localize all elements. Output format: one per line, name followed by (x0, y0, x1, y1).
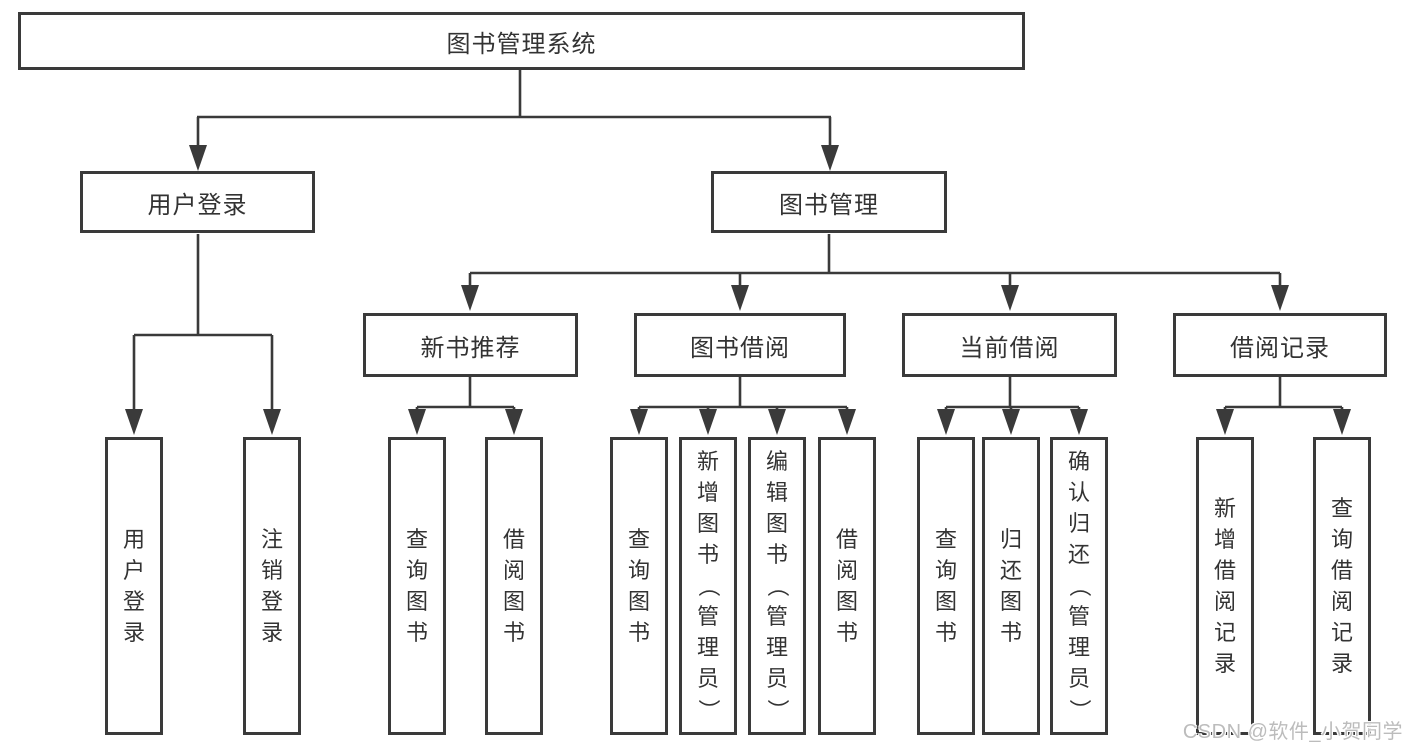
leaf-query-books-recommend: 查询图书 (388, 437, 446, 735)
leaf-logout: 注销登录 (243, 437, 301, 735)
node-current-borrowing: 当前借阅 (902, 313, 1117, 377)
node-book-borrowing-label: 图书借阅 (690, 334, 790, 362)
leaf-add-books-admin: 新增图书（管理员） (679, 437, 737, 735)
leaf-borrow-books-label: 借阅图书 (835, 526, 858, 645)
leaf-query-books-current: 查询图书 (917, 437, 975, 735)
node-book-management: 图书管理 (711, 171, 947, 233)
leaf-add-books-admin-label: 新增图书（管理员） (695, 449, 721, 722)
node-new-book-recommend: 新书推荐 (363, 313, 578, 377)
node-borrowing-records-label: 借阅记录 (1230, 334, 1330, 362)
leaf-borrow-books-recommend: 借阅图书 (485, 437, 543, 735)
node-book-borrowing: 图书借阅 (634, 313, 846, 377)
leaf-return-books-label: 归还图书 (999, 526, 1022, 645)
leaf-edit-books-admin: 编辑图书（管理员） (748, 437, 806, 735)
leaf-query-books-recommend-label: 查询图书 (405, 526, 428, 645)
arrowheads (125, 145, 1351, 435)
node-book-management-label: 图书管理 (779, 191, 879, 219)
node-current-borrowing-label: 当前借阅 (959, 334, 1060, 362)
leaf-user-login: 用户登录 (105, 437, 163, 735)
node-borrowing-records: 借阅记录 (1173, 313, 1387, 377)
csdn-watermark: CSDN @软件_小贺同学 (1182, 721, 1403, 743)
node-new-book-recommend-label: 新书推荐 (420, 334, 521, 362)
leaf-query-borrow-record-label: 查询借阅记录 (1330, 495, 1353, 676)
node-user-login-label: 用户登录 (147, 191, 248, 219)
leaf-confirm-return-admin-label: 确认归还（管理员） (1066, 449, 1092, 722)
leaf-query-books-current-label: 查询图书 (934, 526, 957, 645)
leaf-edit-books-admin-label: 编辑图书（管理员） (764, 449, 790, 722)
leaf-logout-label: 注销登录 (260, 526, 283, 645)
leaf-return-books: 归还图书 (982, 437, 1040, 735)
node-library-system: 图书管理系统 (18, 12, 1025, 70)
leaf-user-login-label: 用户登录 (122, 526, 145, 645)
leaf-confirm-return-admin: 确认归还（管理员） (1050, 437, 1108, 735)
leaf-query-books-borrowing-label: 查询图书 (627, 526, 650, 645)
leaf-query-borrow-record: 查询借阅记录 (1313, 437, 1371, 735)
leaf-borrow-books: 借阅图书 (818, 437, 876, 735)
leaf-add-borrow-record: 新增借阅记录 (1196, 437, 1254, 735)
leaf-add-borrow-record-label: 新增借阅记录 (1213, 495, 1236, 676)
leaf-borrow-books-recommend-label: 借阅图书 (502, 526, 525, 645)
node-library-system-label: 图书管理系统 (446, 30, 597, 58)
node-user-login: 用户登录 (80, 171, 315, 233)
leaf-query-books-borrowing: 查询图书 (610, 437, 668, 735)
